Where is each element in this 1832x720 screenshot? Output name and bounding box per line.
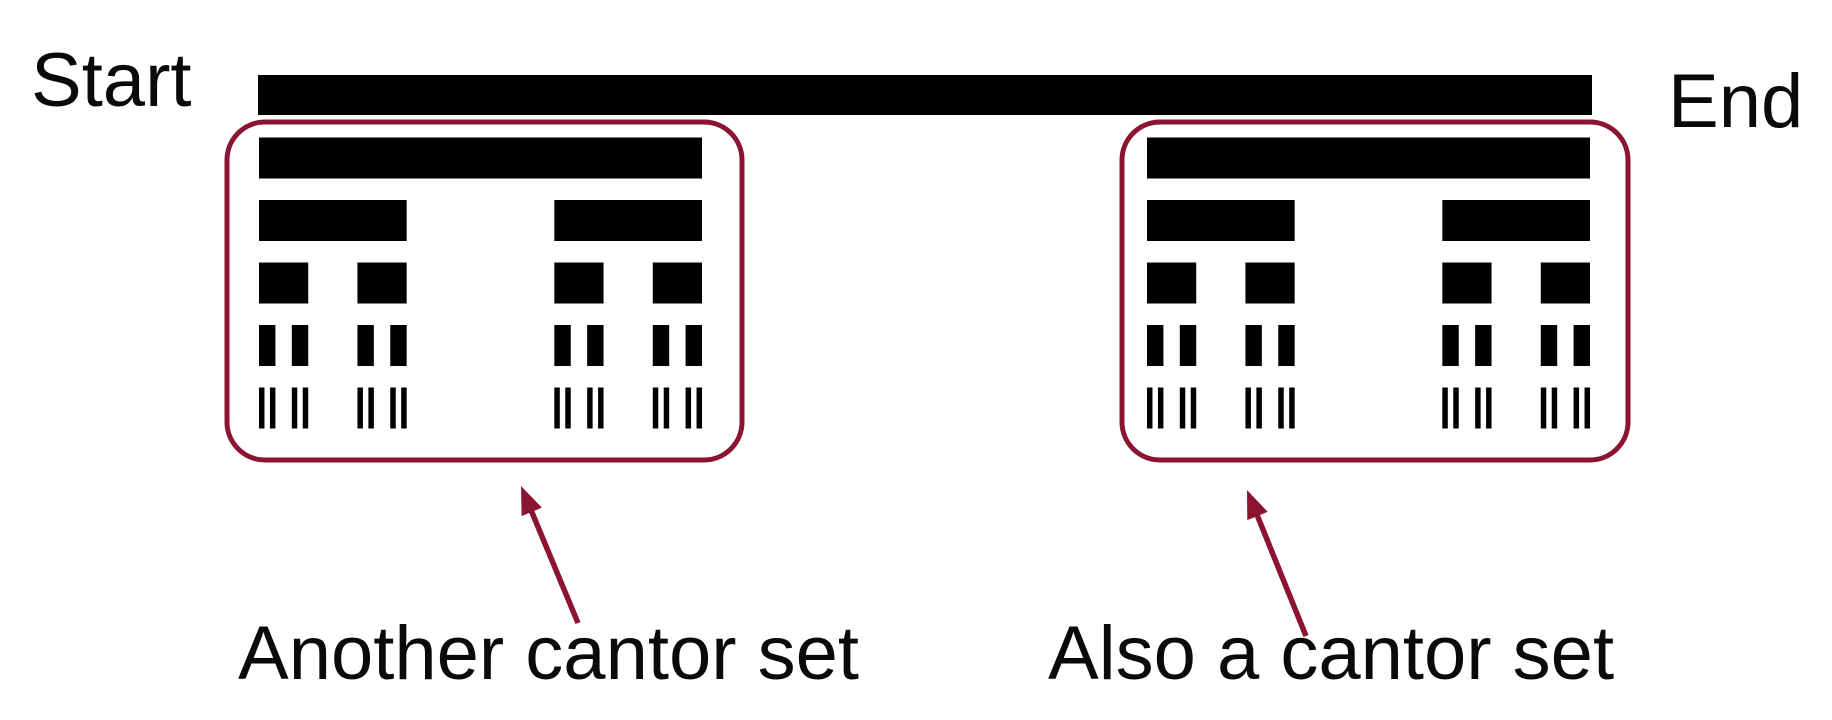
cantor-segment xyxy=(1147,137,1590,179)
cantor-segment xyxy=(1486,387,1492,429)
cantor-segment xyxy=(598,387,604,429)
cantor-segment xyxy=(259,262,309,304)
cantor-segment xyxy=(1551,387,1558,429)
cantor-segment xyxy=(652,387,659,429)
cantor-segment xyxy=(1245,325,1262,366)
cantor-segment xyxy=(1573,325,1590,366)
left-highlight-box xyxy=(224,119,745,463)
cantor-segment xyxy=(291,387,298,429)
right-arrow xyxy=(1247,490,1309,638)
cantor-segment xyxy=(685,325,702,366)
cantor-segment xyxy=(390,325,407,366)
cantor-segment xyxy=(1289,387,1295,429)
cantor-segment xyxy=(1442,262,1492,304)
cantor-segment xyxy=(652,262,702,304)
cantor-segment xyxy=(565,387,571,429)
cantor-segment xyxy=(1278,325,1295,366)
arrowhead-icon xyxy=(1247,490,1268,521)
cantor-segment xyxy=(368,387,374,429)
right-cantor-set xyxy=(1147,137,1590,429)
cantor-segment xyxy=(259,387,265,429)
end-label: End xyxy=(1668,59,1804,144)
cantor-segment xyxy=(1245,387,1251,429)
cantor-segment xyxy=(587,387,593,429)
cantor-segment xyxy=(259,325,276,366)
cantor-segment xyxy=(259,200,407,241)
arrowhead-icon xyxy=(521,486,542,517)
cantor-segment xyxy=(696,387,702,429)
cantor-segment xyxy=(1453,387,1459,429)
cantor-segment xyxy=(302,387,309,429)
cantor-segment xyxy=(1573,387,1580,429)
cantor-segment xyxy=(1147,325,1164,366)
cantor-segment xyxy=(685,387,692,429)
start-label: Start xyxy=(31,38,192,123)
cantor-segment xyxy=(1442,325,1459,366)
full-interval-bar xyxy=(258,75,1592,115)
caption-another-cantor-set: Another cantor set xyxy=(238,611,860,696)
cantor-segment xyxy=(259,137,702,179)
cantor-segment xyxy=(1256,387,1262,429)
cantor-segment xyxy=(1540,387,1547,429)
arrow-shaft xyxy=(526,505,581,625)
cantor-segment xyxy=(554,262,604,304)
cantor-segment xyxy=(1147,200,1295,241)
cantor-segment xyxy=(1540,262,1590,304)
cantor-segment xyxy=(1278,387,1284,429)
cantor-segment xyxy=(554,200,702,241)
left-arrow xyxy=(521,486,581,625)
cantor-segment xyxy=(390,387,396,429)
cantor-segment xyxy=(357,387,363,429)
left-cantor-set xyxy=(259,137,702,429)
cantor-segment xyxy=(554,387,560,429)
caption-also-a-cantor-set: Also a cantor set xyxy=(1048,611,1615,696)
cantor-segment xyxy=(1245,262,1295,304)
cantor-segment xyxy=(652,325,670,366)
cantor-segment xyxy=(1147,387,1153,429)
cantor-segment xyxy=(1179,387,1186,429)
cantor-segment xyxy=(1584,387,1590,429)
cantor-segment xyxy=(1147,262,1197,304)
cantor-segment xyxy=(554,325,571,366)
cantor-segment xyxy=(1475,325,1492,366)
cantor-segment xyxy=(357,262,407,304)
cantor-segment xyxy=(1540,325,1558,366)
cantor-segment xyxy=(1157,387,1164,429)
cantor-segment xyxy=(269,387,276,429)
cantor-segment xyxy=(587,325,604,366)
cantor-segment xyxy=(401,387,407,429)
cantor-segment xyxy=(291,325,309,366)
arrow-shaft xyxy=(1252,509,1309,638)
cantor-segment xyxy=(1442,387,1448,429)
cantor-segment xyxy=(663,387,670,429)
cantor-segment xyxy=(1190,387,1197,429)
cantor-segment xyxy=(1179,325,1197,366)
cantor-segment xyxy=(357,325,374,366)
cantor-segment xyxy=(1442,200,1590,241)
right-highlight-box xyxy=(1119,119,1631,463)
cantor-segment xyxy=(1475,387,1481,429)
